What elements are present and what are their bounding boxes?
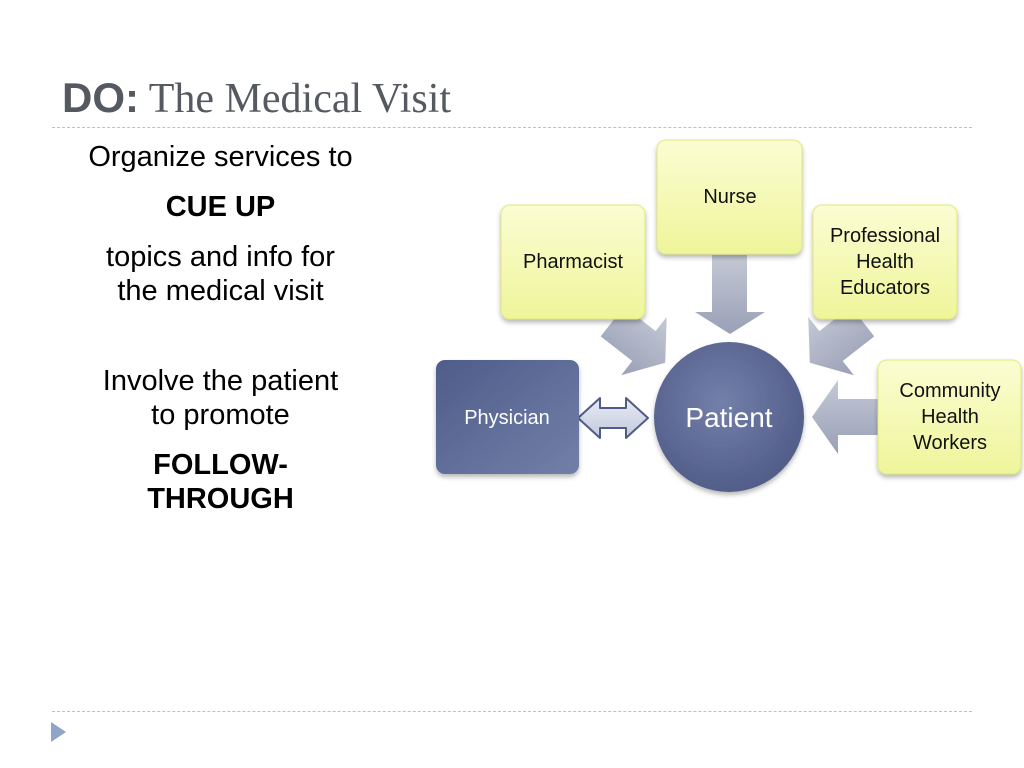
node-nurse: Nurse	[656, 139, 803, 255]
top-divider	[52, 127, 972, 128]
node-patient-label: Patient	[685, 402, 772, 433]
arrow-chw-to-patient	[812, 380, 880, 454]
bottom-divider	[52, 711, 972, 712]
node-educators-line2: Health	[856, 251, 914, 273]
node-physician-label: Physician	[464, 407, 550, 429]
text-follow-line1: FOLLOW-	[153, 449, 288, 481]
node-educators-line1: Professional	[830, 225, 940, 247]
node-community-health-workers: Community Health Workers	[877, 359, 1022, 475]
text-involve-block: Involve the patient to promote	[48, 364, 393, 432]
title-main: The Medical Visit	[139, 76, 452, 122]
text-topics-block: topics and info for the medical visit	[48, 240, 393, 308]
text-involve-line2: to promote	[151, 399, 290, 431]
node-pharmacist-label: Pharmacist	[523, 251, 623, 273]
arrow-educators-to-patient	[808, 306, 875, 376]
node-patient: Patient	[654, 342, 804, 492]
text-topics-line1: topics and info for	[106, 241, 335, 273]
text-follow-through: FOLLOW- THROUGH	[48, 448, 393, 516]
text-follow-line2: THROUGH	[147, 483, 294, 515]
left-text-block: Organize services to CUE UP topics and i…	[48, 140, 393, 532]
node-pharmacist: Pharmacist	[500, 204, 646, 320]
title-prefix: DO:	[62, 74, 139, 121]
page-title: DO: The Medical Visit	[62, 70, 451, 127]
text-line-organize: Organize services to	[88, 141, 353, 173]
arrow-nurse-to-patient	[695, 255, 765, 334]
arrow-pharmacist-to-patient	[600, 306, 667, 376]
node-professional-health-educators: Professional Health Educators	[812, 204, 958, 320]
text-topics-line2: the medical visit	[117, 275, 324, 307]
node-physician: Physician	[436, 360, 579, 474]
node-chw-line2: Health	[921, 406, 979, 428]
text-cue-up: CUE UP	[165, 191, 276, 223]
node-nurse-label: Nurse	[703, 186, 756, 208]
double-arrow-physician-patient	[577, 397, 649, 439]
slide-marker-arrow-icon	[51, 722, 66, 742]
text-involve-line1: Involve the patient	[102, 365, 339, 397]
node-chw-line1: Community	[899, 380, 1000, 402]
node-educators-line3: Educators	[840, 277, 930, 299]
node-chw-line3: Workers	[913, 432, 987, 454]
